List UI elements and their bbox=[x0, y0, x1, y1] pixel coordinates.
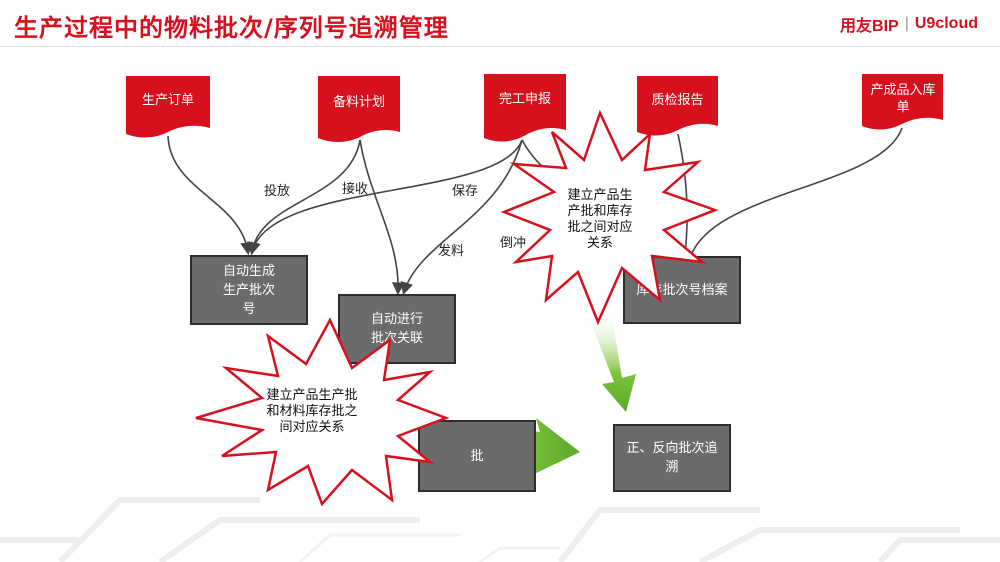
flag-shape-report bbox=[484, 74, 566, 142]
box-bidirectional-trace: 正、反向批次追溯 bbox=[613, 424, 731, 492]
source-production-order: 生产订单 bbox=[141, 92, 194, 108]
burst-product-material bbox=[195, 317, 450, 507]
source-finished-goods-receipt: 产成品入库单 bbox=[870, 83, 936, 115]
brand-separator: | bbox=[904, 15, 909, 32]
box-auto-generate-lot: 自动生成生产批次号 bbox=[190, 255, 308, 325]
callout-product-inventory-text: 建立产品生产批和库存批之间对应关系 bbox=[567, 188, 633, 251]
brand-product: U9cloud bbox=[914, 15, 978, 32]
brand-name: 用友BIP bbox=[840, 18, 899, 35]
edge-label-receive: 接收 bbox=[342, 182, 369, 197]
page-title: 生产过程中的物料批次/序列号追溯管理 bbox=[14, 14, 449, 42]
flag-shape-receipt bbox=[862, 74, 943, 130]
burst-product-inventory bbox=[500, 109, 719, 326]
source-material-plan: 备料计划 bbox=[332, 94, 385, 110]
source-completion-report: 完工申报 bbox=[498, 91, 551, 107]
flag-shape-plan bbox=[318, 76, 400, 142]
green-arrow-vertical bbox=[590, 316, 636, 412]
edge-label-retain: 保存 bbox=[452, 184, 479, 199]
title-divider bbox=[0, 46, 1000, 47]
edge-label-backflush: 倒冲 bbox=[500, 236, 527, 251]
box-auto-lot-link: 自动进行批次关联 bbox=[338, 294, 456, 364]
edge-plan-to-lot bbox=[247, 139, 361, 256]
edge-receipt-to-inventory bbox=[683, 127, 903, 270]
flag-shape-quality bbox=[637, 76, 718, 136]
edge-report-to-lot bbox=[248, 139, 523, 256]
edge-order-to-lot bbox=[167, 135, 253, 256]
edge-plan-to-link bbox=[359, 139, 405, 296]
source-quality-report: 质检报告 bbox=[651, 92, 704, 108]
edge-label-issue: 发料 bbox=[438, 244, 465, 259]
edge-report-to-link bbox=[400, 139, 523, 296]
brand-logo: 用友BIP | U9cloud bbox=[840, 12, 978, 36]
flag-shape-order bbox=[126, 76, 210, 138]
edge-label-release: 投放 bbox=[264, 184, 291, 199]
callout-product-material-text: 建立产品生产批和材料库存批之间对应关系 bbox=[266, 388, 358, 435]
